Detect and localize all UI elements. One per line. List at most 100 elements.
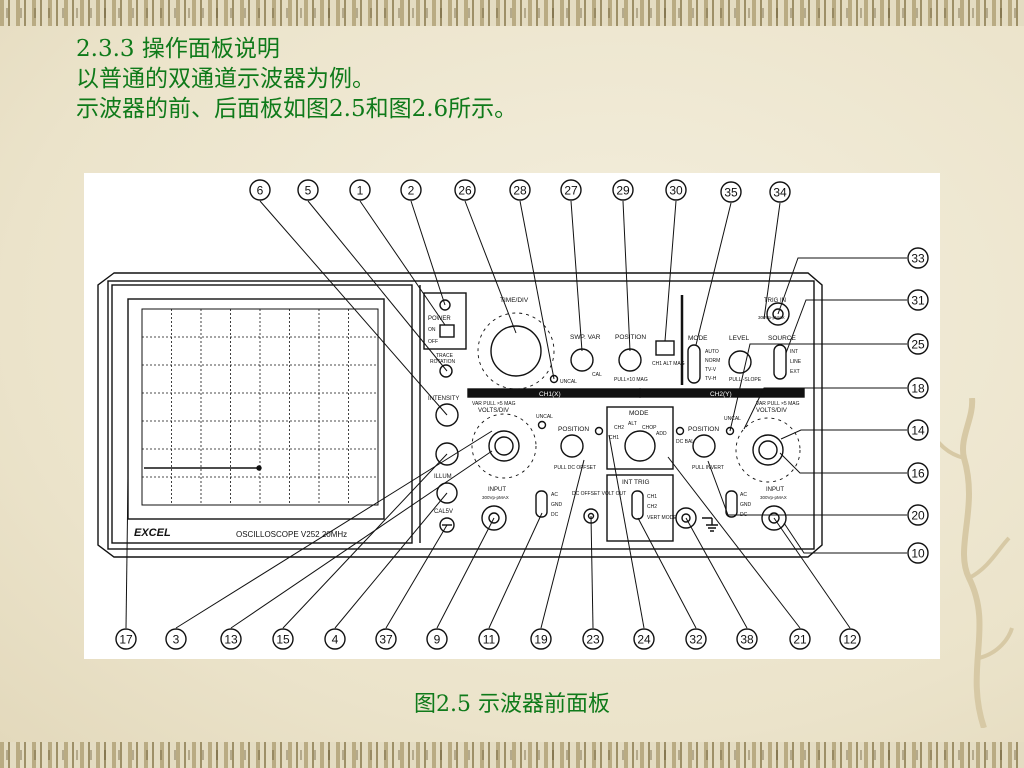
crt-screen xyxy=(127,298,385,520)
ch1-dc-bal-screw[interactable] xyxy=(594,426,604,436)
callout-leader-5 xyxy=(307,200,448,372)
ch2-uncal-lamp xyxy=(725,426,735,436)
callout-leader-25 xyxy=(729,343,907,432)
ch1-alt-mag-button[interactable] xyxy=(655,340,675,356)
callout-circle-3 xyxy=(165,628,187,650)
callout-leader-17 xyxy=(125,477,129,629)
callout-number-38: 38 xyxy=(740,633,754,647)
ch2-coupling-switch[interactable] xyxy=(725,490,738,518)
int-trig-label: INT TRIG xyxy=(622,479,650,486)
ch1-uncal-label: UNCAL xyxy=(536,414,553,420)
callout-number-18: 18 xyxy=(911,382,925,396)
callout-number-26: 26 xyxy=(458,184,472,198)
cal-terminal[interactable] xyxy=(439,517,455,533)
vmode-ch2-label: CH2 xyxy=(614,425,624,431)
callout-leader-13 xyxy=(230,450,493,629)
ch2-voltsdiv-knob[interactable] xyxy=(752,434,784,466)
brand-logo: EXCEL xyxy=(134,527,171,539)
callout-number-23: 23 xyxy=(586,633,600,647)
callout-leader-9 xyxy=(436,517,495,629)
callout-number-15: 15 xyxy=(276,633,290,647)
ch1-input-label: INPUT xyxy=(488,487,506,493)
power-switch[interactable] xyxy=(439,324,455,338)
callout-circle-15 xyxy=(272,628,294,650)
trig-in-label: TRIG IN xyxy=(764,298,786,304)
panel-left-bezel xyxy=(111,284,413,544)
vertical-mode-knob[interactable] xyxy=(624,430,656,462)
source-switch[interactable] xyxy=(773,344,787,380)
int-trig-ch1-label: CH1 xyxy=(647,494,657,500)
int-trig-box xyxy=(606,474,674,542)
trace-rotation-screw[interactable] xyxy=(439,364,453,378)
h-position-knob[interactable] xyxy=(618,348,642,372)
callout-circle-32 xyxy=(685,628,707,650)
dc-offset-volt-out-label: DC OFFSET VOLT OUT xyxy=(572,491,626,497)
ch1-pull-dc-offset-label: PULL DC OFFSET xyxy=(554,465,596,471)
illum-knob[interactable] xyxy=(436,482,458,504)
callout-leader-1 xyxy=(359,200,446,326)
trig-in-connector[interactable] xyxy=(766,302,790,326)
decorative-top-border xyxy=(0,0,1024,26)
int-trig-switch[interactable] xyxy=(631,490,644,520)
callout-circle-20 xyxy=(907,504,929,526)
ch1-coupling-switch[interactable] xyxy=(535,490,548,518)
uncal-lamp xyxy=(549,374,559,384)
callout-circle-17 xyxy=(115,628,137,650)
callout-circle-10 xyxy=(907,542,929,564)
ch1-voltsdiv-label: VOLTS/DIV xyxy=(478,408,509,414)
focus-knob[interactable] xyxy=(435,442,459,466)
callout-leader-34 xyxy=(763,202,781,320)
callout-circle-4 xyxy=(324,628,346,650)
callout-leader-37 xyxy=(385,524,448,629)
callout-leader-26 xyxy=(464,200,517,334)
trigger-mode-switch[interactable] xyxy=(687,344,701,384)
ch2-input-max-label: 300Vp-pMAX xyxy=(760,495,787,500)
ch1-voltsdiv-knob[interactable] xyxy=(488,430,520,462)
ch2-input-connector[interactable] xyxy=(761,505,787,531)
crt-trace-dot xyxy=(256,465,262,471)
callout-leader-21 xyxy=(667,456,801,629)
ch1-varpull-label: VAR PULL ×5 MAG xyxy=(472,401,516,407)
ch2-position-knob[interactable] xyxy=(692,434,716,458)
callout-leader-29 xyxy=(622,200,631,352)
callout-number-20: 20 xyxy=(911,509,925,523)
callout-leader-18 xyxy=(743,387,907,430)
intensity-knob[interactable] xyxy=(435,403,459,427)
ch1-alt-mag-label: CH1 ALT MAG xyxy=(652,361,685,367)
callout-circle-24 xyxy=(633,628,655,650)
ch1-position-knob[interactable] xyxy=(560,434,584,458)
ground-terminal[interactable] xyxy=(675,507,697,529)
mode-tvv-label: TV-V xyxy=(705,367,717,373)
cal5v-label: CAL5V xyxy=(434,509,453,515)
callout-number-4: 4 xyxy=(332,633,339,647)
callout-leader-3 xyxy=(175,430,493,629)
callout-circle-31 xyxy=(907,289,929,311)
vmode-chop-label: CHOP xyxy=(642,425,657,431)
callout-leader-6 xyxy=(259,200,448,416)
ch2-dc-bal-screw[interactable] xyxy=(675,426,685,436)
level-knob[interactable] xyxy=(728,350,752,374)
callout-circle-14 xyxy=(907,419,929,441)
ch1-ac-label: AC xyxy=(551,492,558,498)
swp-var-knob[interactable] xyxy=(570,348,594,372)
level-label: LEVEL xyxy=(729,335,750,342)
callout-leader-20 xyxy=(707,460,907,516)
callout-leader-11 xyxy=(488,512,543,629)
ch2-pull-invert-label: PULL INVERT xyxy=(692,465,724,471)
intro-line: 以普通的双通道示波器为例。 xyxy=(76,66,375,92)
ch2-gnd-label: GND xyxy=(740,502,752,508)
decorative-branch-pattern xyxy=(927,398,1014,728)
callout-number-28: 28 xyxy=(513,184,527,198)
callout-leader-35 xyxy=(695,202,732,346)
ch1-gnd-label: GND xyxy=(551,502,563,508)
model-label: OSCILLOSCOPE V252 20MHz xyxy=(236,530,347,539)
ch1-input-connector[interactable] xyxy=(481,505,507,531)
callout-circle-5 xyxy=(297,179,319,201)
decorative-bottom-border xyxy=(0,742,1024,768)
callout-number-33: 33 xyxy=(911,252,925,266)
callout-leader-32 xyxy=(637,517,697,629)
callout-number-11: 11 xyxy=(483,633,496,647)
crt-grid xyxy=(142,309,378,505)
callout-circle-11 xyxy=(478,628,500,650)
timediv-knob[interactable] xyxy=(490,325,542,377)
